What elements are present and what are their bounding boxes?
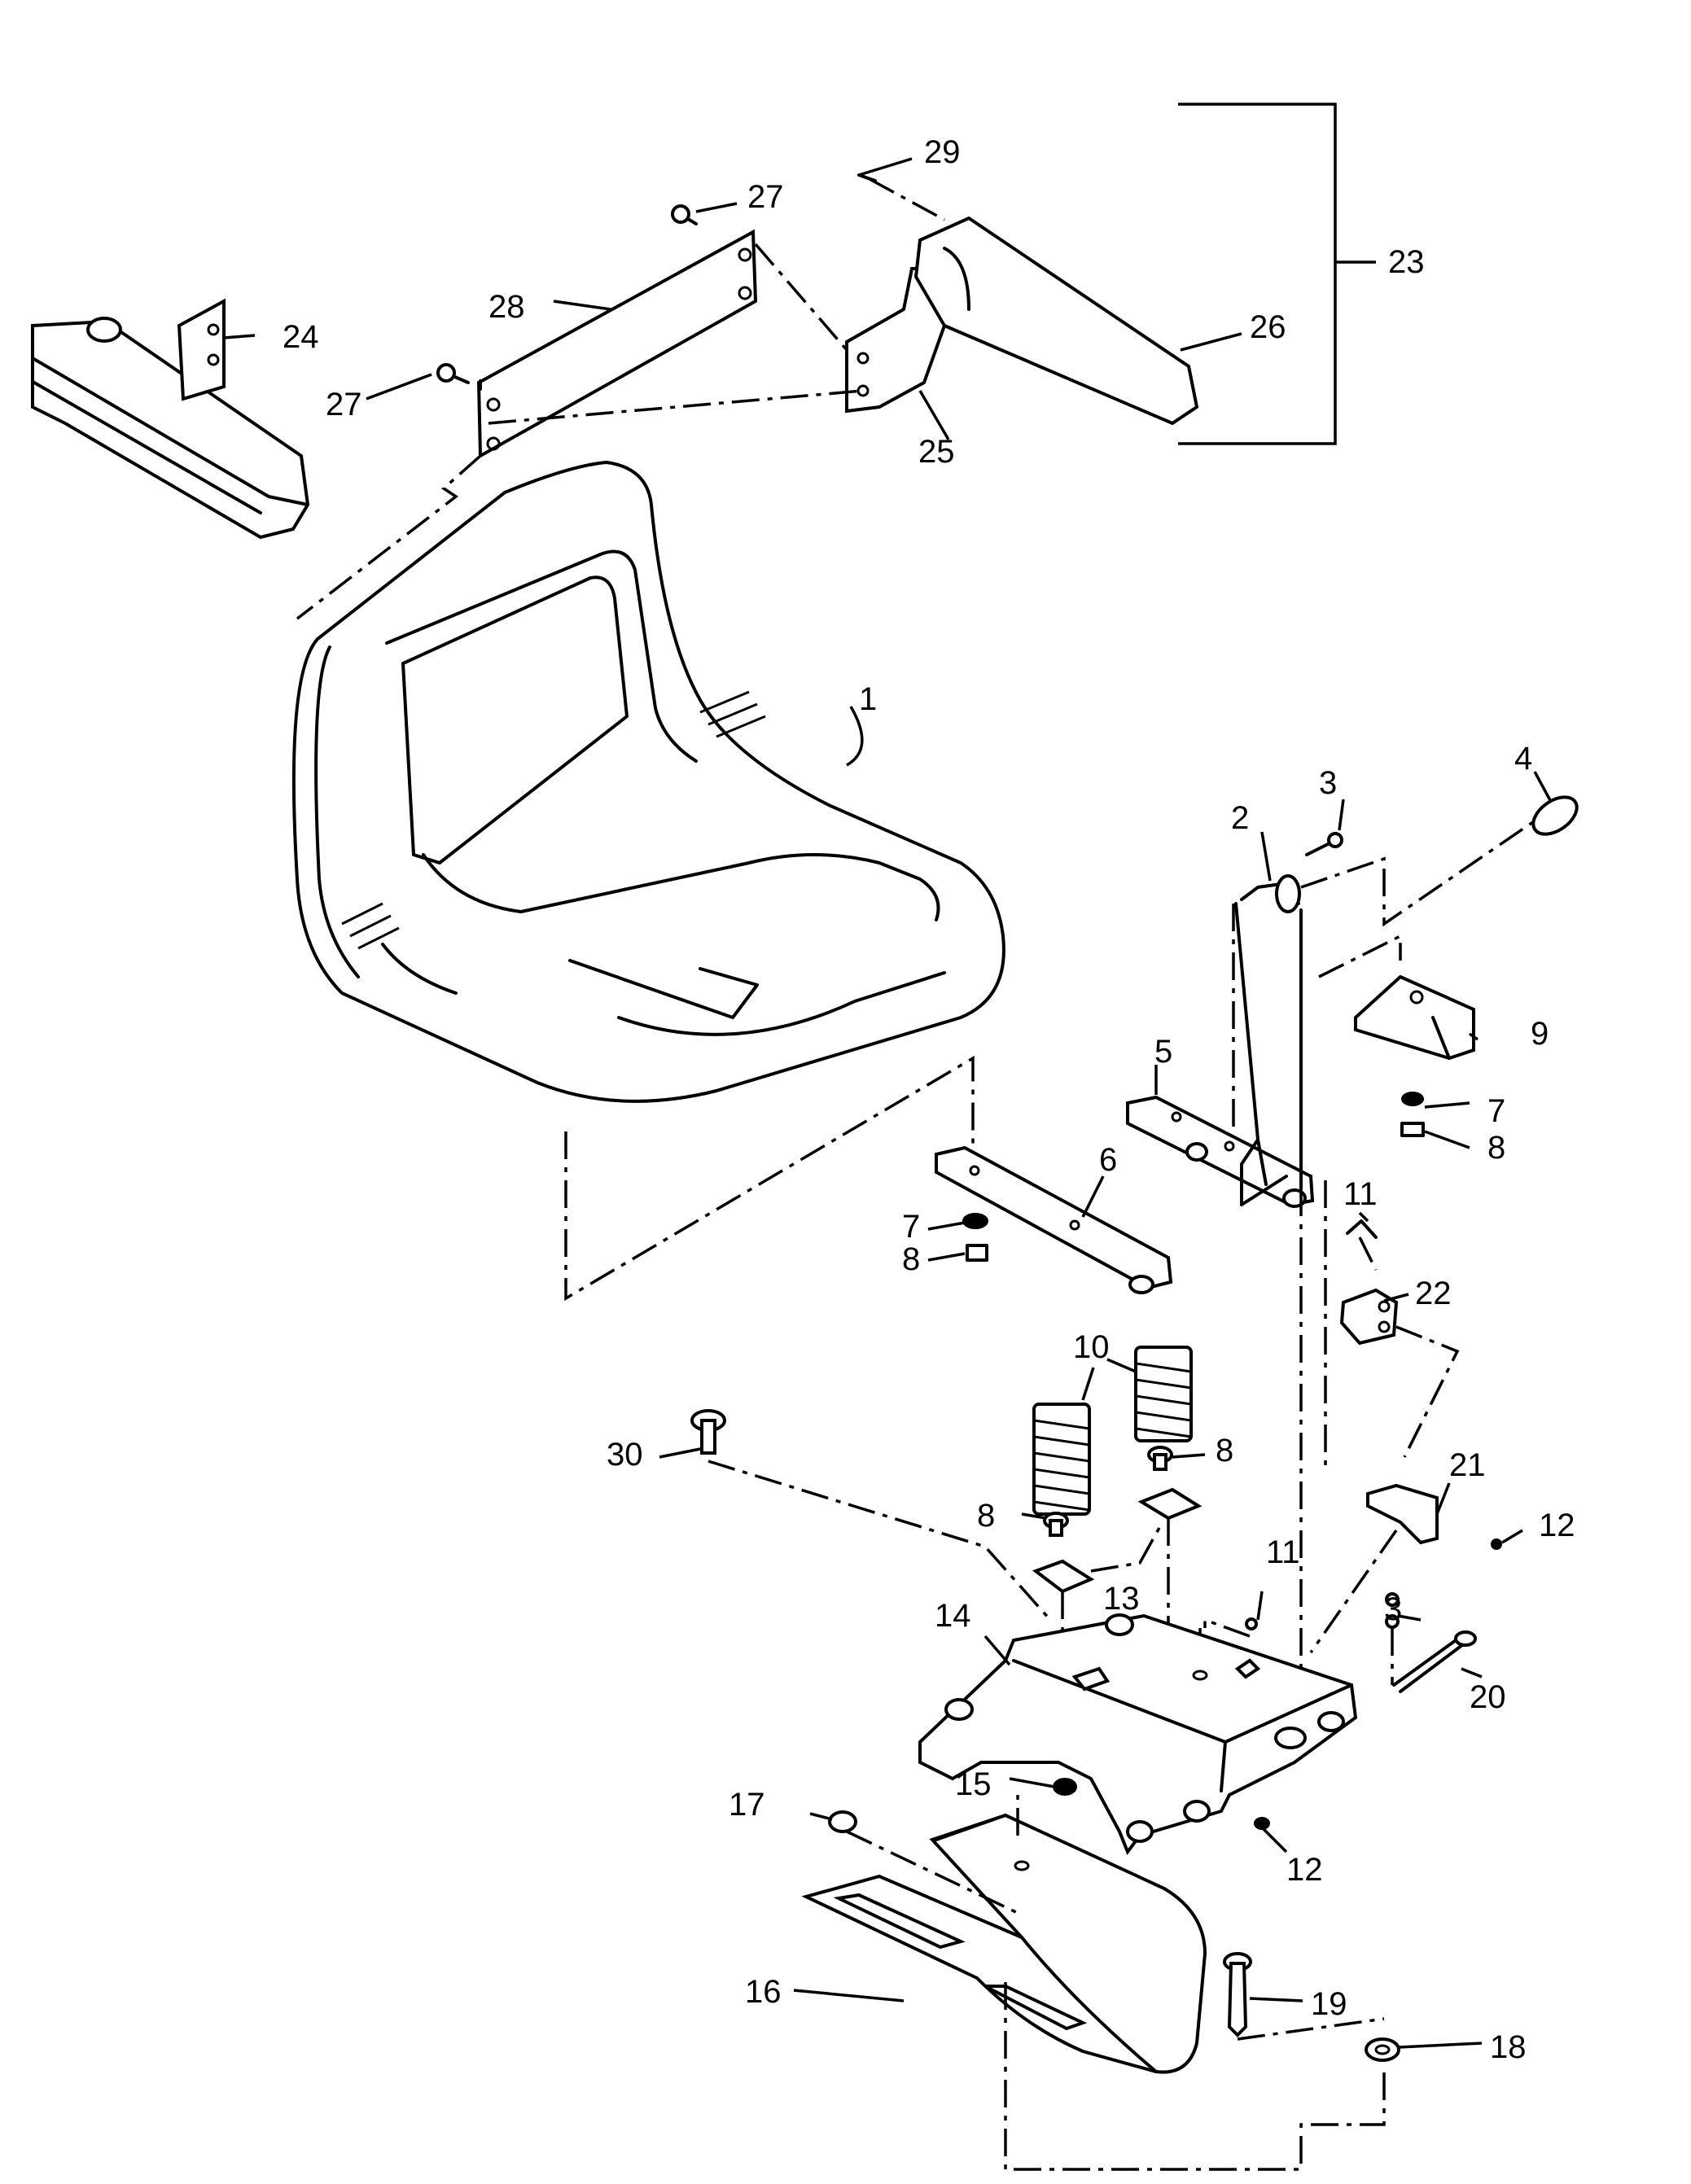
base-plate-14 — [918, 1613, 1358, 1856]
screws-27 — [436, 204, 698, 384]
seat — [291, 460, 1005, 1103]
callout-15: 15 — [955, 1766, 992, 1802]
group-bracket-23 — [1178, 103, 1376, 445]
callout-18: 18 — [1490, 2029, 1527, 2065]
callout-5: 5 — [1154, 1034, 1172, 1070]
armrest-bar — [476, 229, 758, 459]
bolt-13 — [1234, 1658, 1261, 1679]
callout-26: 26 — [1250, 309, 1286, 345]
nut-12-bottom — [1254, 1817, 1270, 1830]
line-armrest-connections — [296, 177, 945, 620]
callout-12-bottom: 12 — [1286, 1852, 1323, 1888]
line-link-21 — [1203, 1529, 1398, 1654]
nut-12-right — [1491, 1538, 1502, 1550]
callout-8-rail: 8 — [902, 1241, 920, 1277]
line-bottom-fasteners — [1004, 1787, 1386, 2171]
pins-lower — [1245, 1592, 1400, 1630]
callout-7-rail: 7 — [902, 1209, 920, 1245]
pin-11-top — [1346, 1219, 1378, 1239]
line-latch — [1358, 1236, 1460, 1458]
pin-20 — [1392, 1630, 1477, 1693]
callout-22: 22 — [1415, 1276, 1452, 1311]
callout-6: 6 — [1099, 1142, 1117, 1178]
bolt-19 — [1223, 1952, 1252, 2037]
callout-16: 16 — [745, 1974, 782, 2010]
callout-20: 20 — [1470, 1679, 1506, 1715]
callout-11-top: 11 — [1343, 1176, 1378, 1212]
callout-14: 14 — [935, 1598, 971, 1634]
callout-4: 4 — [1514, 741, 1532, 777]
callout-21: 21 — [1449, 1447, 1486, 1483]
rail-5 — [1126, 1095, 1315, 1208]
callout-30: 30 — [607, 1437, 643, 1473]
washer-18 — [1365, 2037, 1400, 2062]
callout-29: 29 — [924, 134, 961, 170]
callout-3-top: 3 — [1319, 765, 1337, 801]
callout-13: 13 — [1103, 1581, 1140, 1617]
slide-track-16 — [801, 1813, 1207, 2074]
bolt-30 — [690, 1409, 726, 1455]
line-seat-rail — [564, 1055, 975, 1302]
callout-10: 10 — [1073, 1329, 1110, 1365]
leader-lines — [223, 157, 1553, 2049]
callout-27-left: 27 — [326, 387, 362, 422]
callout-12-right: 12 — [1539, 1508, 1575, 1543]
armrest-right — [845, 216, 1199, 426]
callout-3-bottom: 3 — [1384, 1591, 1402, 1627]
callout-11-bottom: 11 — [1266, 1534, 1300, 1570]
callout-27-top: 27 — [747, 179, 784, 215]
hardware-rail-6 — [962, 1213, 988, 1262]
rail-6 — [935, 1145, 1173, 1294]
callout-23: 23 — [1388, 244, 1425, 280]
knob-4 — [1531, 795, 1579, 836]
link-21 — [1366, 1483, 1439, 1545]
callout-1: 1 — [859, 681, 877, 717]
callout-25: 25 — [918, 434, 955, 470]
callout-labels: 1 2 3 4 5 6 7 8 7 8 9 10 11 11 12 12 13 … — [283, 134, 1575, 2065]
callout-19: 19 — [1311, 1986, 1347, 2022]
callout-8-spring-right: 8 — [1216, 1433, 1233, 1468]
bracket-9 — [1354, 974, 1475, 1061]
pin-3-top — [1305, 832, 1343, 856]
callout-2: 2 — [1231, 800, 1249, 836]
nut-17 — [828, 1810, 857, 1833]
callout-24: 24 — [283, 319, 319, 355]
washer-15 — [1053, 1778, 1077, 1796]
callout-17: 17 — [729, 1787, 765, 1823]
callout-8-spring-left: 8 — [977, 1498, 995, 1534]
line-lever-rod — [1232, 816, 1540, 1127]
line-bolt-30 — [708, 1460, 1052, 1622]
line-nut-17 — [846, 1830, 1019, 1915]
callout-28: 28 — [488, 289, 525, 325]
callout-8-bracket: 8 — [1487, 1130, 1505, 1166]
hardware-bracket-9 — [1400, 1092, 1425, 1137]
callout-9: 9 — [1531, 1016, 1549, 1052]
latch-22 — [1339, 1288, 1399, 1346]
springs-10 — [1032, 1346, 1193, 1516]
spring-plates — [1032, 1446, 1203, 1594]
lever-2 — [1234, 874, 1303, 1206]
callout-7-bracket: 7 — [1487, 1093, 1505, 1129]
line-rod-vertical — [1299, 1180, 1327, 1701]
armrest-left — [31, 298, 310, 540]
